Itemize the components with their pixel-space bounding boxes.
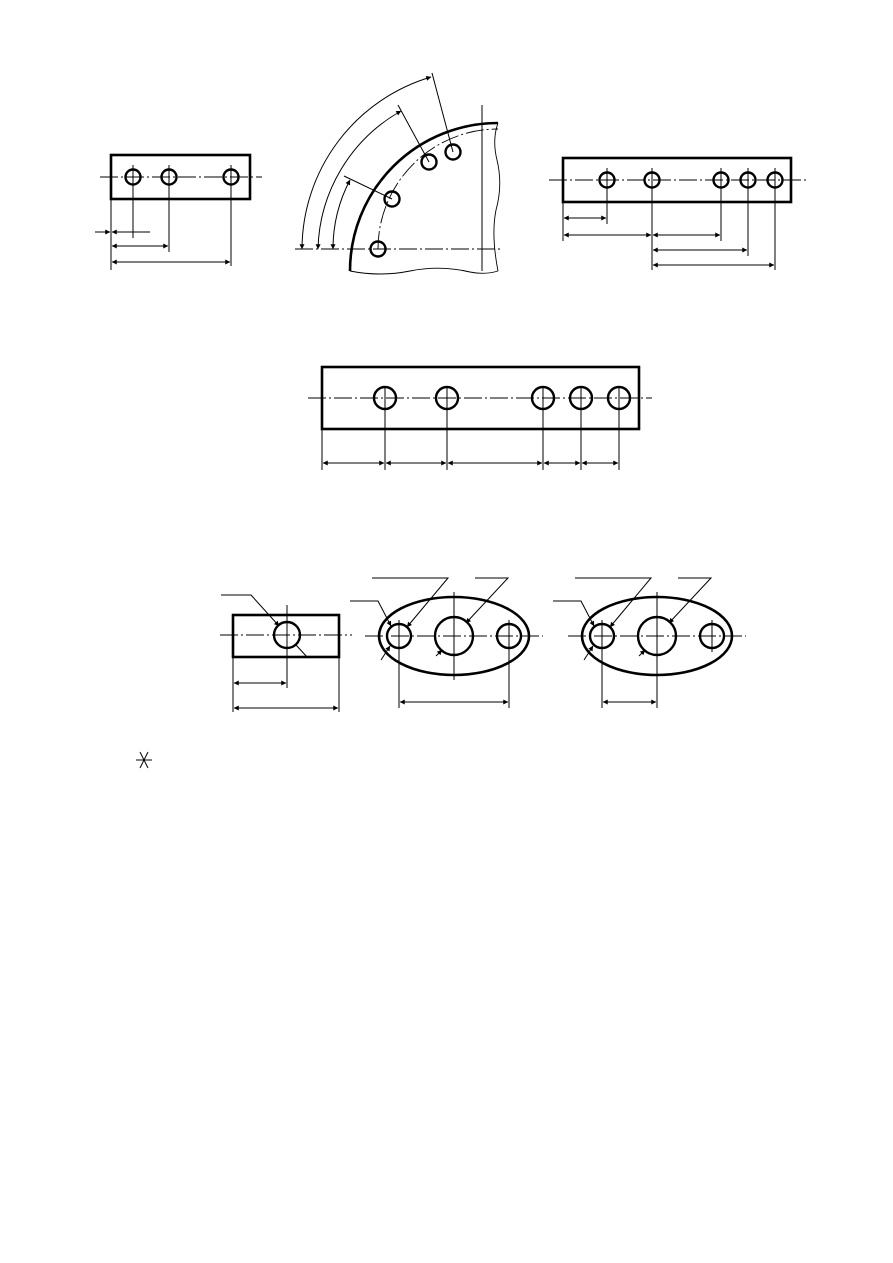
leader-center-hole xyxy=(465,577,510,624)
leader-center-hole-tail xyxy=(435,649,443,657)
hole-center xyxy=(636,615,678,657)
leader-center-hole xyxy=(668,577,713,624)
angular-dimension-hole-2 xyxy=(330,179,351,250)
angular-dimension-hole-3 xyxy=(315,110,402,250)
datum-marker-icon xyxy=(136,751,152,769)
figure-oval-three-holes-a xyxy=(350,577,543,708)
ring-inner-arc xyxy=(348,121,499,272)
extension-line-hole-3 xyxy=(397,104,430,163)
figure-block-single-hole xyxy=(220,594,352,712)
hole-left xyxy=(385,622,413,650)
hole xyxy=(272,620,302,650)
hole-right xyxy=(495,622,523,650)
leader-left-hole-inner xyxy=(575,577,653,628)
angular-dimension-hole-4 xyxy=(299,75,432,250)
leader-left-hole-tail xyxy=(583,645,594,661)
diameter-leader-tail xyxy=(295,644,309,659)
figure-plate-five-holes-baseline xyxy=(549,156,806,270)
leader-left-hole-inner xyxy=(372,577,450,628)
hole-4 xyxy=(444,143,462,161)
figure-plate-three-holes xyxy=(95,153,262,270)
figure-quarter-ring-angular xyxy=(295,72,501,275)
break-line-vertical xyxy=(493,122,501,272)
leader-left-hole-outer xyxy=(553,600,595,627)
pitch-circle-arc xyxy=(377,128,499,250)
leader-left-hole-outer xyxy=(350,600,392,627)
break-line-horizontal xyxy=(349,267,499,275)
leader-center-hole-tail xyxy=(638,649,646,657)
figure-plate-five-holes-chain xyxy=(308,365,652,470)
hole-center xyxy=(433,615,475,657)
block-outline xyxy=(231,613,341,659)
extension-line-hole-4 xyxy=(431,72,454,153)
hole-left xyxy=(588,622,616,650)
hole-right xyxy=(698,622,726,650)
figure-oval-three-holes-b xyxy=(553,577,746,708)
diameter-leader xyxy=(221,594,280,627)
extension-line-hole-2 xyxy=(343,175,393,200)
leader-left-hole-tail xyxy=(380,645,391,661)
